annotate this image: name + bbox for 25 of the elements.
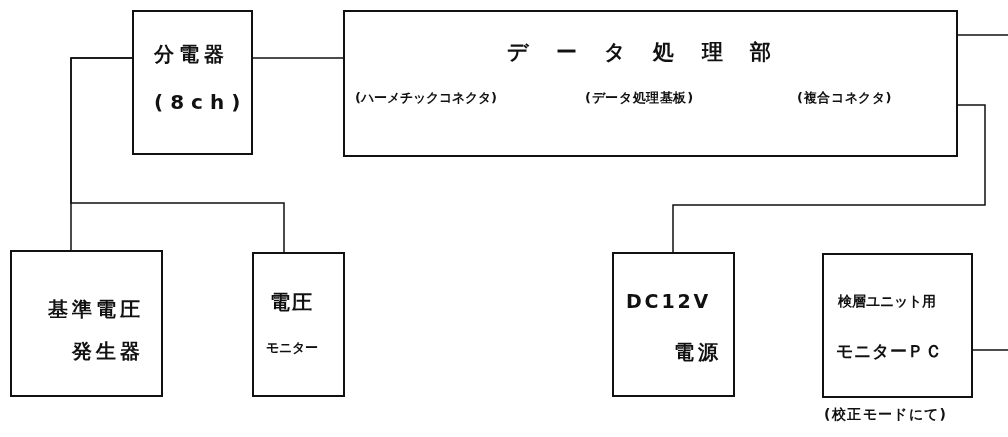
device-label: 検層ユニット用 <box>838 293 936 310</box>
device-label: (ハーメチックコネクタ) <box>355 90 497 106</box>
device-label: 分電器 <box>154 42 229 66</box>
unit-title: データ処理部 <box>505 40 800 66</box>
connection-line <box>972 349 1008 351</box>
device-box <box>132 10 253 155</box>
device-label: DC12V <box>626 290 712 313</box>
device-box <box>343 10 958 157</box>
device-box <box>612 252 735 397</box>
device-label: (8ch) <box>154 90 248 114</box>
mode-note: (校正モードにて) <box>824 406 948 423</box>
device-label: (複合コネクタ) <box>797 90 893 106</box>
device-label: 電圧 <box>270 290 314 314</box>
device-box <box>822 253 973 398</box>
connection-line <box>252 57 344 59</box>
connection-line <box>70 57 285 253</box>
device-label: (データ処理基板) <box>585 90 694 106</box>
device-label: 基準電圧発生器 <box>47 296 144 365</box>
connection-line <box>957 34 1008 36</box>
device-label: モニター <box>266 340 318 356</box>
device-label: 電源 <box>674 340 722 364</box>
connection-line <box>672 104 986 253</box>
device-box <box>10 250 163 397</box>
device-box <box>252 252 345 397</box>
device-label: モニターＰＣ <box>836 341 944 362</box>
